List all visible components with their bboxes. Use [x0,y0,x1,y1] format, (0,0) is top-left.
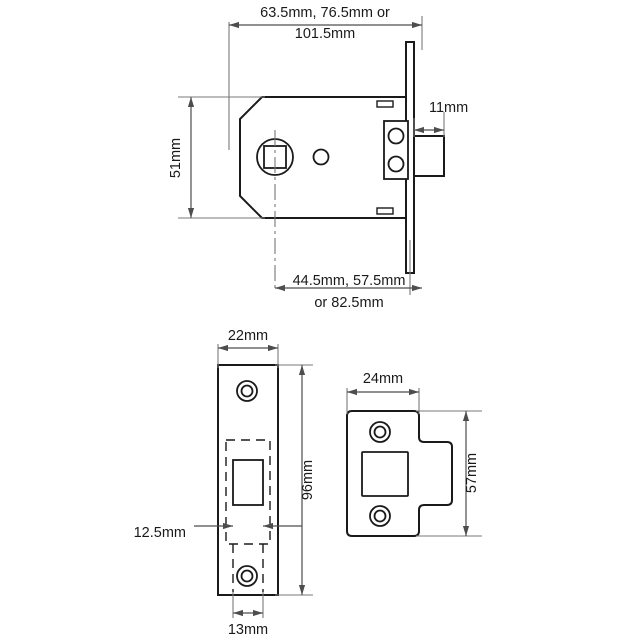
label-latch-width: 13mm [228,622,268,638]
label-backset-line2: or 82.5mm [314,295,383,311]
fixing-slot-top [376,100,394,108]
label-strike-height: 57mm [464,453,480,493]
fixing-slot-bottom [376,207,394,215]
auxiliary-hole [312,148,330,166]
forend-screw-hole-bottom-inner [240,569,254,583]
label-strike-width: 24mm [363,371,403,387]
screw-hole-upper [387,127,405,145]
label-case-length-line1: 63.5mm, 76.5mm or [260,5,390,21]
forend-screw-hole-top-inner [240,384,254,398]
strike-aperture [361,451,409,497]
view-forend-face: 22mm 96mm 12.5mm 13mm [134,328,316,638]
latch-bolt [413,135,445,177]
strike-screw-hole-top-inner [373,425,387,439]
label-backset-line1: 44.5mm, 57.5mm [293,273,406,289]
view-strike-plate: 24mm 57mm [346,371,482,537]
label-case-height: 51mm [168,138,184,178]
label-forend-width: 22mm [228,328,268,344]
label-faceplate-thickness: 11mm [429,100,468,116]
screw-hole-lower [387,155,405,173]
label-case-length-line2: 101.5mm [295,26,355,42]
label-forend-height: 96mm [300,460,316,500]
label-latch-offset: 12.5mm [134,525,186,541]
hidden-case-outline [225,439,271,545]
strike-screw-hole-bottom-inner [373,509,387,523]
latch-bolt-face [232,459,264,506]
view-lock-case-side: 63.5mm, 76.5mm or 101.5mm 51mm 11mm 44.5… [168,5,468,311]
